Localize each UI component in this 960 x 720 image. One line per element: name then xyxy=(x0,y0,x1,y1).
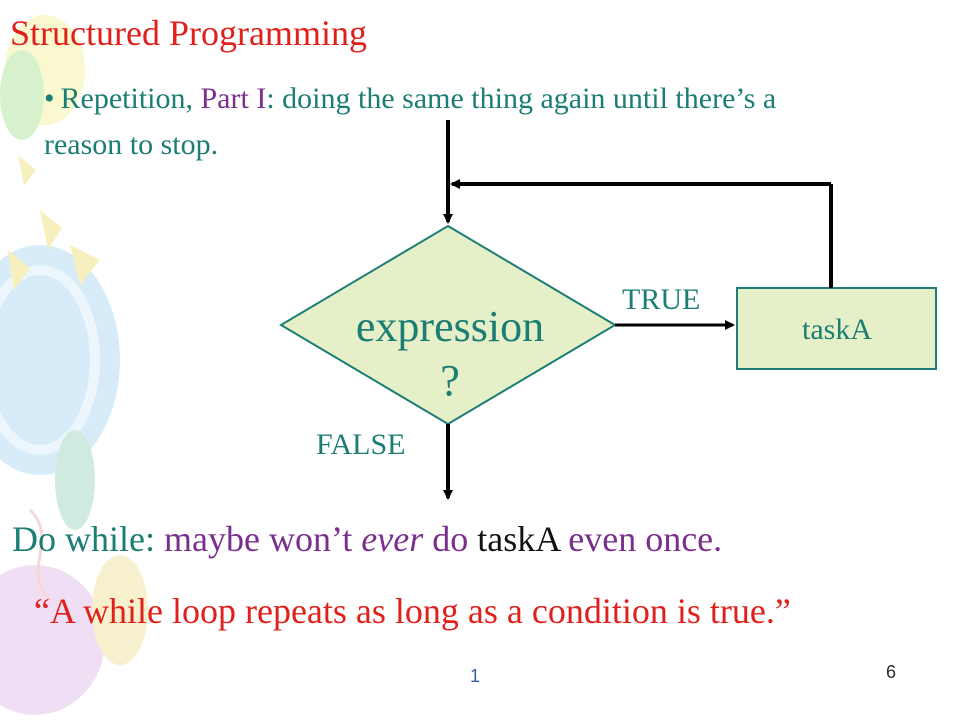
true-label: TRUE xyxy=(622,283,701,316)
do-while-part: do xyxy=(423,519,478,559)
slide-number-right: 6 xyxy=(886,662,897,682)
bullet-text-part: Repetition, xyxy=(60,82,193,115)
star-decoration xyxy=(70,245,100,285)
balloon-decoration xyxy=(55,430,95,530)
do-while-part: ever xyxy=(361,519,424,559)
balloon-decoration xyxy=(0,245,120,475)
do-while-part: maybe won’t xyxy=(163,519,362,559)
quote: “A while loop repeats as long as a condi… xyxy=(34,591,791,631)
balloon-decoration xyxy=(0,265,100,455)
slide-number-left: 1 xyxy=(470,666,481,686)
balloon-decoration xyxy=(0,50,44,140)
decision-question-mark: ? xyxy=(440,356,460,405)
bullet-text-part: : doing the same thing again until there… xyxy=(44,82,777,161)
task-label: taskA xyxy=(802,313,872,346)
balloon-decoration xyxy=(92,555,148,665)
bullet-point: •Repetition, Part I: doing the same thin… xyxy=(44,76,844,168)
star-decoration xyxy=(18,155,36,186)
false-label: FALSE xyxy=(316,428,406,461)
do-while-part: Do while: xyxy=(12,519,164,559)
decision-expression: expression xyxy=(355,302,545,351)
bullet-dot-icon: • xyxy=(44,82,55,115)
star-decoration xyxy=(40,210,62,250)
task-box xyxy=(736,287,937,370)
decision-label: expression ? xyxy=(320,300,580,408)
do-while-note: Do while: maybe won’t ever do taskA even… xyxy=(12,518,722,560)
star-decoration xyxy=(8,250,30,290)
balloon-decoration xyxy=(0,565,105,715)
bullet-text-part: Part I xyxy=(200,82,267,115)
do-while-part: even once. xyxy=(559,519,723,559)
slide-title: Structured Programming xyxy=(10,13,367,53)
do-while-part: taskA xyxy=(477,519,560,559)
balloon-string xyxy=(28,508,52,602)
